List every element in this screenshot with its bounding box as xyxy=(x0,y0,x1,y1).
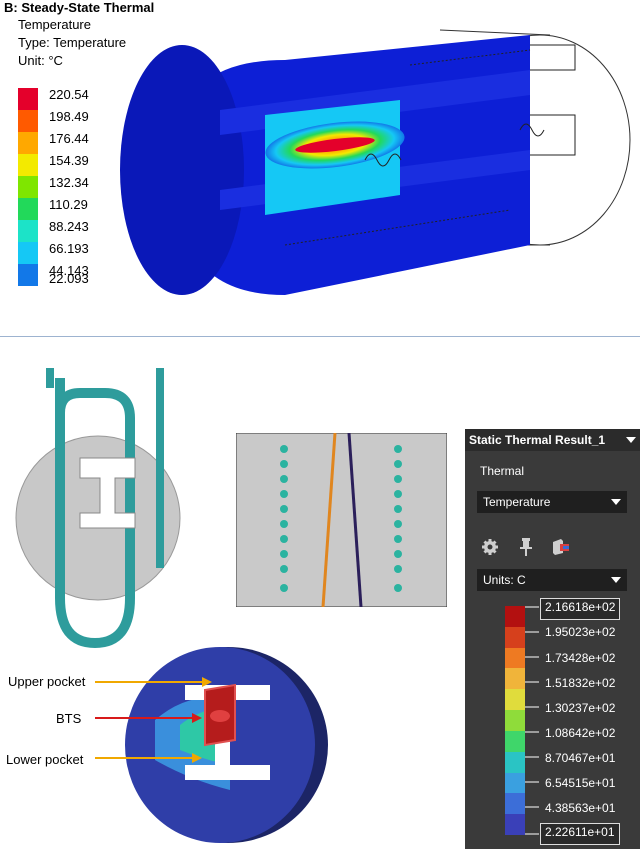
disk-cross-section-view[interactable] xyxy=(120,640,330,845)
result-unit: Unit: °C xyxy=(18,53,63,68)
callout-lower-pocket: Lower pocket xyxy=(6,752,84,767)
legend-color-band xyxy=(505,772,525,794)
units-dropdown-value: Units: C xyxy=(483,573,526,587)
chevron-down-icon xyxy=(611,499,621,505)
legend-color-band xyxy=(505,647,525,669)
legend-tick-value: 8.70467e+01 xyxy=(545,751,616,765)
callout-bts: BTS xyxy=(56,711,82,726)
heat-pipe-assembly-view[interactable] xyxy=(10,368,190,648)
section-divider xyxy=(0,336,640,337)
legend-tick-value: 1.73428e+02 xyxy=(545,651,616,665)
legend-color-band xyxy=(505,606,525,627)
legend-swatch xyxy=(18,242,38,264)
legend-value: 154.39 xyxy=(49,153,89,168)
legend-swatch xyxy=(18,264,38,286)
legend-color-band xyxy=(505,814,525,835)
legend-max-value: 2.16618e+02 xyxy=(540,598,621,620)
legend-swatch xyxy=(18,132,38,154)
chevron-down-icon xyxy=(611,577,621,583)
legend-tick-value: 1.51832e+02 xyxy=(545,676,616,690)
cube-probe-icon[interactable] xyxy=(551,538,571,556)
legend-swatch xyxy=(18,154,38,176)
legend-value: 198.49 xyxy=(49,109,89,124)
result-type: Type: Temperature xyxy=(18,35,127,50)
legend-swatch xyxy=(18,176,38,198)
legend-swatch xyxy=(18,88,38,110)
quantity-dropdown-value: Temperature xyxy=(483,495,551,509)
result-panel-title: Static Thermal Result_1 xyxy=(469,433,606,447)
legend-value: 176.44 xyxy=(49,131,89,146)
plate-temperature-view[interactable] xyxy=(236,433,447,607)
legend-tick-value: 4.38563e+01 xyxy=(545,801,616,815)
result-quantity: Temperature xyxy=(18,17,91,32)
legend-color-band xyxy=(505,689,525,711)
legend-value: 220.54 xyxy=(49,87,89,102)
legend-tick-value: 1.30237e+02 xyxy=(545,701,616,715)
legend-tick-value: 6.54515e+01 xyxy=(545,776,616,790)
result-color-legend xyxy=(505,606,525,835)
section-label: Thermal xyxy=(480,464,525,478)
legend-color-band xyxy=(505,730,525,752)
result-panel-header[interactable]: Static Thermal Result_1 xyxy=(465,429,640,451)
cylinder-model-view[interactable] xyxy=(110,20,640,320)
units-dropdown[interactable]: Units: C xyxy=(477,569,627,591)
legend-value: 132.34 xyxy=(49,175,89,190)
legend-swatch xyxy=(18,198,38,220)
chevron-down-icon[interactable] xyxy=(626,437,636,443)
legend-swatch xyxy=(18,110,38,132)
legend-swatch xyxy=(18,220,38,242)
callout-upper-pocket: Upper pocket xyxy=(8,674,86,689)
legend-tick-marks xyxy=(525,606,539,835)
pin-icon[interactable] xyxy=(517,537,535,557)
legend-value: 22.093 xyxy=(49,271,89,286)
legend-tick-value: 1.08642e+02 xyxy=(545,726,616,740)
legend-value: 88.243 xyxy=(49,219,89,234)
legend-value: 110.29 xyxy=(49,197,88,212)
legend-color-band xyxy=(505,793,525,815)
quantity-dropdown[interactable]: Temperature xyxy=(477,491,627,513)
temperature-legend: 220.54 198.49 176.44 154.39 132.34 110.2… xyxy=(0,0,120,300)
legend-min-value: 2.22611e+01 xyxy=(540,823,620,845)
legend-tick-value: 1.95023e+02 xyxy=(545,625,616,639)
gear-icon[interactable] xyxy=(481,538,499,556)
legend-value: 44.143 xyxy=(49,263,89,278)
legend-color-band xyxy=(505,710,525,731)
legend-color-band xyxy=(505,626,525,648)
legend-value: 66.193 xyxy=(49,241,89,256)
callout-arrows xyxy=(95,677,212,763)
legend-color-band xyxy=(505,668,525,690)
legend-color-band xyxy=(505,751,525,773)
result-title: B: Steady-State Thermal xyxy=(4,0,155,15)
